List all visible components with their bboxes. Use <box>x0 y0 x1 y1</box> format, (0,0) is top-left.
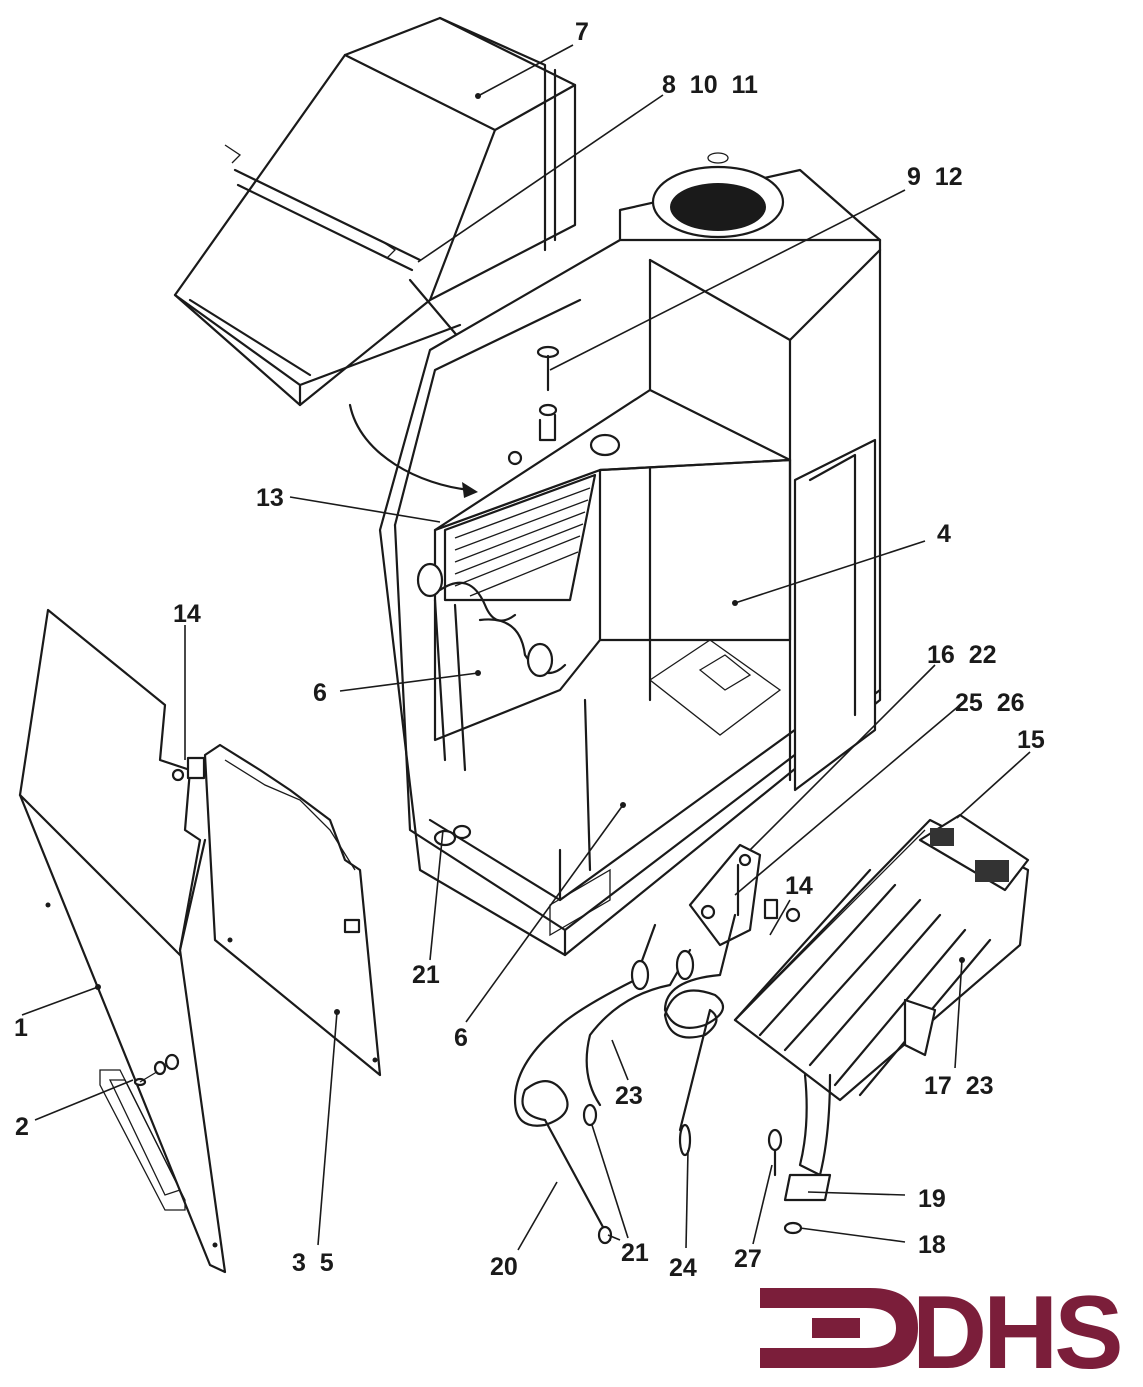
callout-17-23: 17 23 <box>924 1072 994 1100</box>
callout-15: 15 <box>1017 726 1045 754</box>
callout-7: 7 <box>575 18 589 46</box>
burner-assembly <box>733 813 1030 1102</box>
callout-21-upper: 21 <box>412 961 440 989</box>
callout-6-lower: 6 <box>454 1024 468 1052</box>
callout-21-lower: 21 <box>621 1239 649 1267</box>
arrow-head <box>462 482 478 498</box>
callout-19: 19 <box>918 1185 946 1213</box>
front-panel <box>18 608 227 1274</box>
callout-27: 27 <box>734 1245 762 1273</box>
bolt-and-washer <box>507 345 560 466</box>
callout-18: 18 <box>918 1231 946 1259</box>
logo-text: DHS <box>912 1275 1120 1387</box>
callout-14-right: 14 <box>785 872 813 900</box>
callout-25-26: 25 26 <box>955 689 1025 717</box>
callout-2: 2 <box>15 1113 29 1141</box>
callout-3-5: 3 5 <box>292 1249 334 1277</box>
callout-20: 20 <box>490 1253 518 1281</box>
gas-manifold <box>783 1073 832 1235</box>
callout-1: 1 <box>14 1014 28 1042</box>
callout-8-10-11: 8 10 11 <box>662 71 758 99</box>
callout-6-upper: 6 <box>313 679 327 707</box>
callout-labels: 7 8 10 11 9 12 13 4 14 16 22 6 25 26 15 … <box>14 18 1045 1282</box>
callout-23: 23 <box>615 1082 643 1110</box>
callout-16-22: 16 22 <box>927 641 997 669</box>
viewing-window-fixing <box>133 1053 180 1087</box>
dhs-logo: DHS <box>760 1275 1124 1387</box>
main-casing <box>378 152 882 957</box>
pilot-bracket <box>688 843 762 947</box>
fit-direction-arrow <box>348 403 472 492</box>
leader-lines <box>21 44 1031 1251</box>
inner-panel <box>171 743 382 1077</box>
callout-14-left: 14 <box>173 600 201 628</box>
callout-13: 13 <box>256 484 284 512</box>
logo-arrow-mark <box>760 1288 918 1368</box>
callout-24: 24 <box>669 1254 697 1282</box>
callout-9-12: 9 12 <box>907 163 963 191</box>
pilot-pipework <box>513 898 801 1245</box>
callout-4: 4 <box>937 520 951 548</box>
